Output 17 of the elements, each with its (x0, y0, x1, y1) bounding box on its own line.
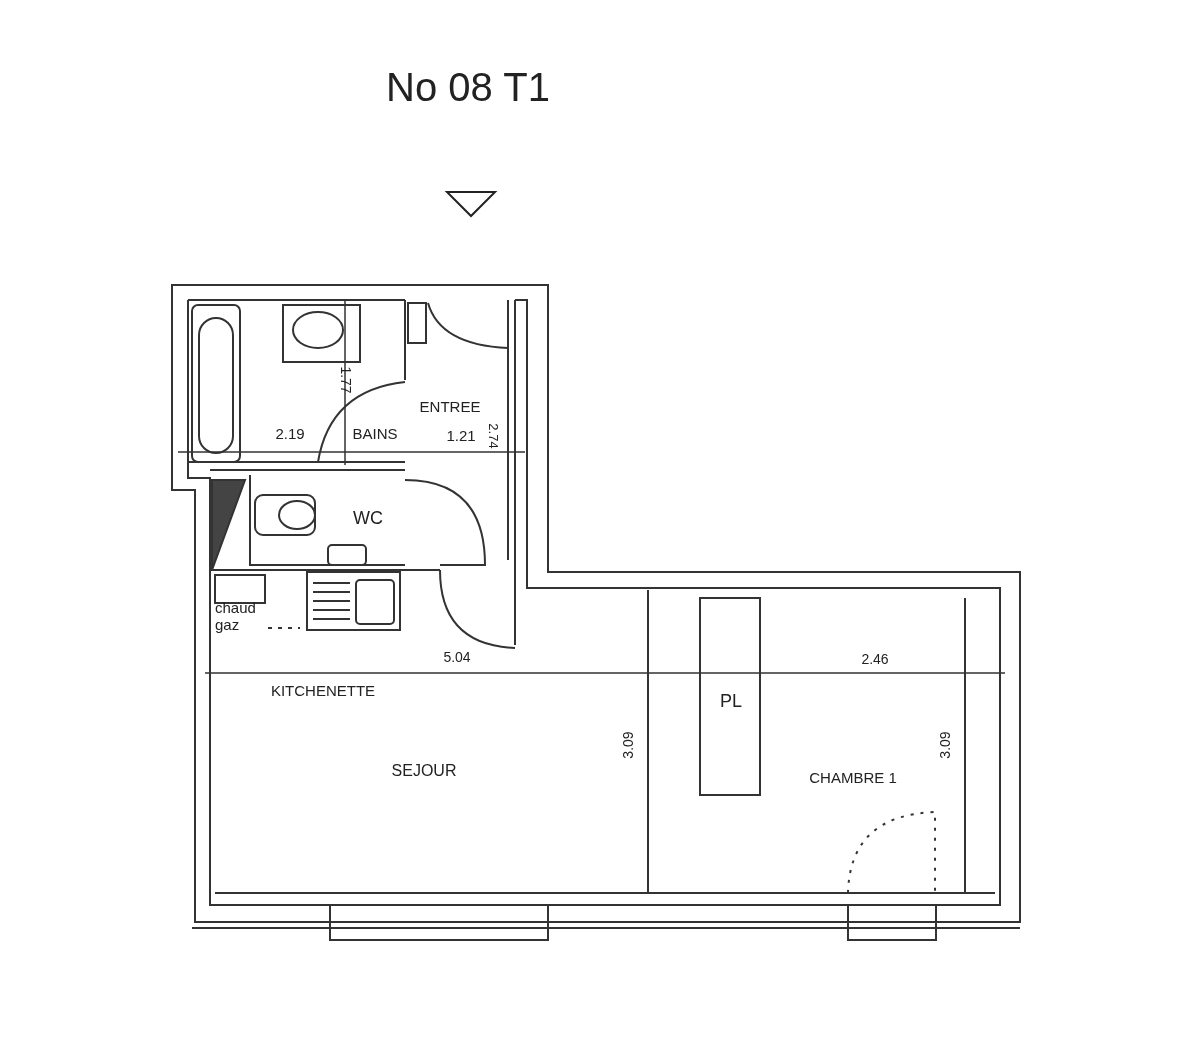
room-label: WC (353, 509, 383, 529)
room-label: CHAMBRE 1 (809, 769, 897, 787)
room-label: KITCHENETTE (270, 682, 376, 700)
room-label: PL (720, 692, 742, 712)
room-label: BAINS (352, 425, 398, 443)
title-heading: No 08 T1 (386, 65, 550, 109)
appliance-note: chaud gaz (215, 599, 257, 633)
dimension-label: 1.21 (446, 427, 476, 445)
dimension-label: 3.09 (938, 731, 954, 759)
dimension-label: 3.09 (621, 731, 637, 759)
dimension-label: 1.77 (337, 366, 353, 394)
dimension-label: 2.19 (275, 425, 305, 443)
dimension-label: 2.74 (485, 423, 501, 449)
dimension-label: 5.04 (443, 650, 471, 666)
dimension-label: 2.46 (861, 652, 889, 668)
room-label: SEJOUR (391, 762, 457, 780)
room-label: ENTREE (419, 398, 481, 416)
